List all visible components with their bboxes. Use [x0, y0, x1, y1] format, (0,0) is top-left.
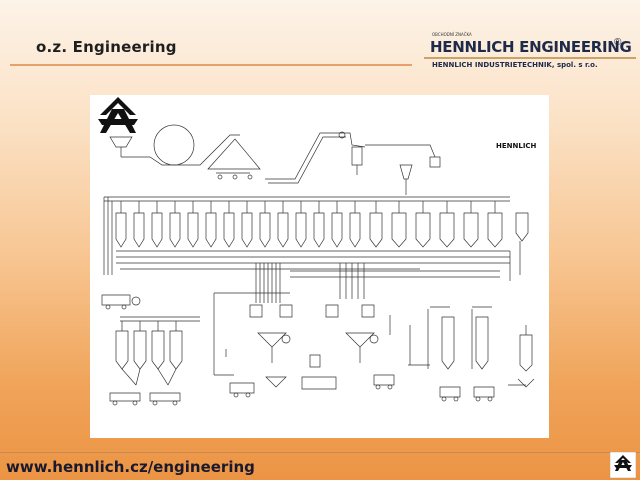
header-divider: [10, 64, 412, 66]
brand-subtitle: HENNLICH INDUSTRIETECHNIK, spol. s r.o.: [432, 61, 598, 69]
hennlich-logo-icon: [610, 452, 636, 478]
page-title: o.z. Engineering: [36, 38, 177, 56]
process-flow-diagram: HENNLICH: [90, 95, 549, 438]
brand-small-text: OBCHODNÍ ZNAČKA: [432, 32, 472, 37]
footer-divider: [0, 452, 640, 453]
hennlich-diagram-logo: [98, 97, 138, 133]
footer-url-link[interactable]: www.hennlich.cz/engineering: [6, 458, 255, 476]
diagram-logo-text: HENNLICH: [496, 142, 537, 150]
diagram-drawing: [101, 124, 535, 406]
brand-divider: [424, 57, 636, 59]
brand-logo: OBCHODNÍ ZNAČKA HENNLICH ENGINEERING ® H…: [420, 32, 636, 74]
brand-name: HENNLICH ENGINEERING: [430, 38, 632, 56]
registered-icon: ®: [614, 37, 622, 48]
